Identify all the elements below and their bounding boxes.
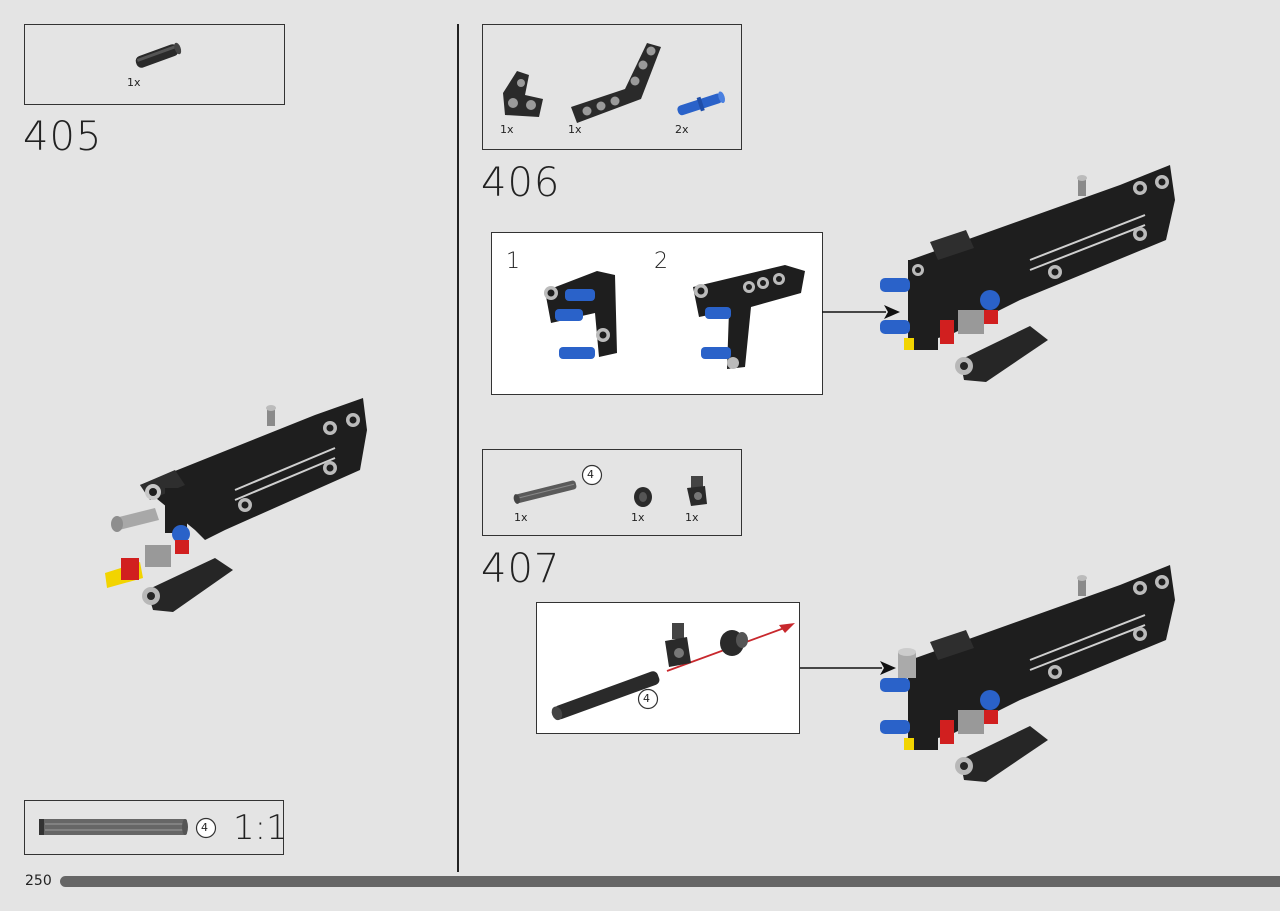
- step-number-407: 407: [481, 546, 561, 592]
- part-qty: 1x: [500, 123, 514, 136]
- part-qty: 1x: [127, 76, 141, 89]
- axle-pin-connector-icon: [687, 476, 707, 506]
- assembly-405-illustration: [105, 398, 367, 612]
- length-circle-icon: [637, 688, 659, 710]
- parts-callout-405: 1x: [24, 24, 285, 105]
- parts-callout-406: 1x 1x 2x: [482, 24, 742, 150]
- step-number-406: 406: [481, 160, 561, 206]
- scale-ratio: 1:1: [233, 808, 288, 848]
- insert-axle-illustration: [551, 623, 795, 721]
- connector-arrow-406: [822, 305, 900, 319]
- length-circle-icon: [581, 464, 603, 486]
- length-circle-icon: [195, 817, 217, 839]
- sub-assembly-407: 4: [536, 602, 800, 734]
- step-number-405: 405: [23, 114, 103, 160]
- blue-pin-icon: [677, 91, 726, 116]
- axle-length-number: 4: [643, 692, 650, 705]
- column-divider: [457, 24, 459, 872]
- assembly-406-illustration: [880, 165, 1175, 382]
- page-number: 250: [25, 873, 52, 889]
- part-qty: 1x: [568, 123, 582, 136]
- substep-1-illustration: [544, 271, 617, 359]
- scale-box: 4 1:1: [24, 800, 288, 855]
- angled-beam-icon: [571, 43, 661, 123]
- axle-4-scale-icon: [39, 819, 188, 835]
- scale-length-number: 4: [201, 821, 208, 834]
- t-beam-icon: [503, 71, 543, 117]
- progress-bar: [60, 876, 1280, 887]
- part-qty: 1x: [514, 511, 528, 524]
- substep-number-1: 1: [506, 249, 520, 274]
- sub-assembly-406: 1 2: [491, 232, 823, 395]
- substep-2-illustration: [693, 265, 805, 369]
- axle-connector-icon: [135, 42, 182, 68]
- part-qty: 1x: [631, 511, 645, 524]
- assembly-407-illustration: [880, 565, 1175, 782]
- substep-number-2: 2: [654, 249, 668, 274]
- connector-arrow-407: [800, 661, 896, 675]
- part-qty: 2x: [675, 123, 689, 136]
- part-qty: 1x: [685, 511, 699, 524]
- parts-callout-407: 4 1x 1x 1x: [482, 449, 742, 536]
- axle-length-number: 4: [587, 468, 594, 481]
- axle-4-icon: [513, 480, 577, 504]
- bush-icon: [634, 487, 652, 507]
